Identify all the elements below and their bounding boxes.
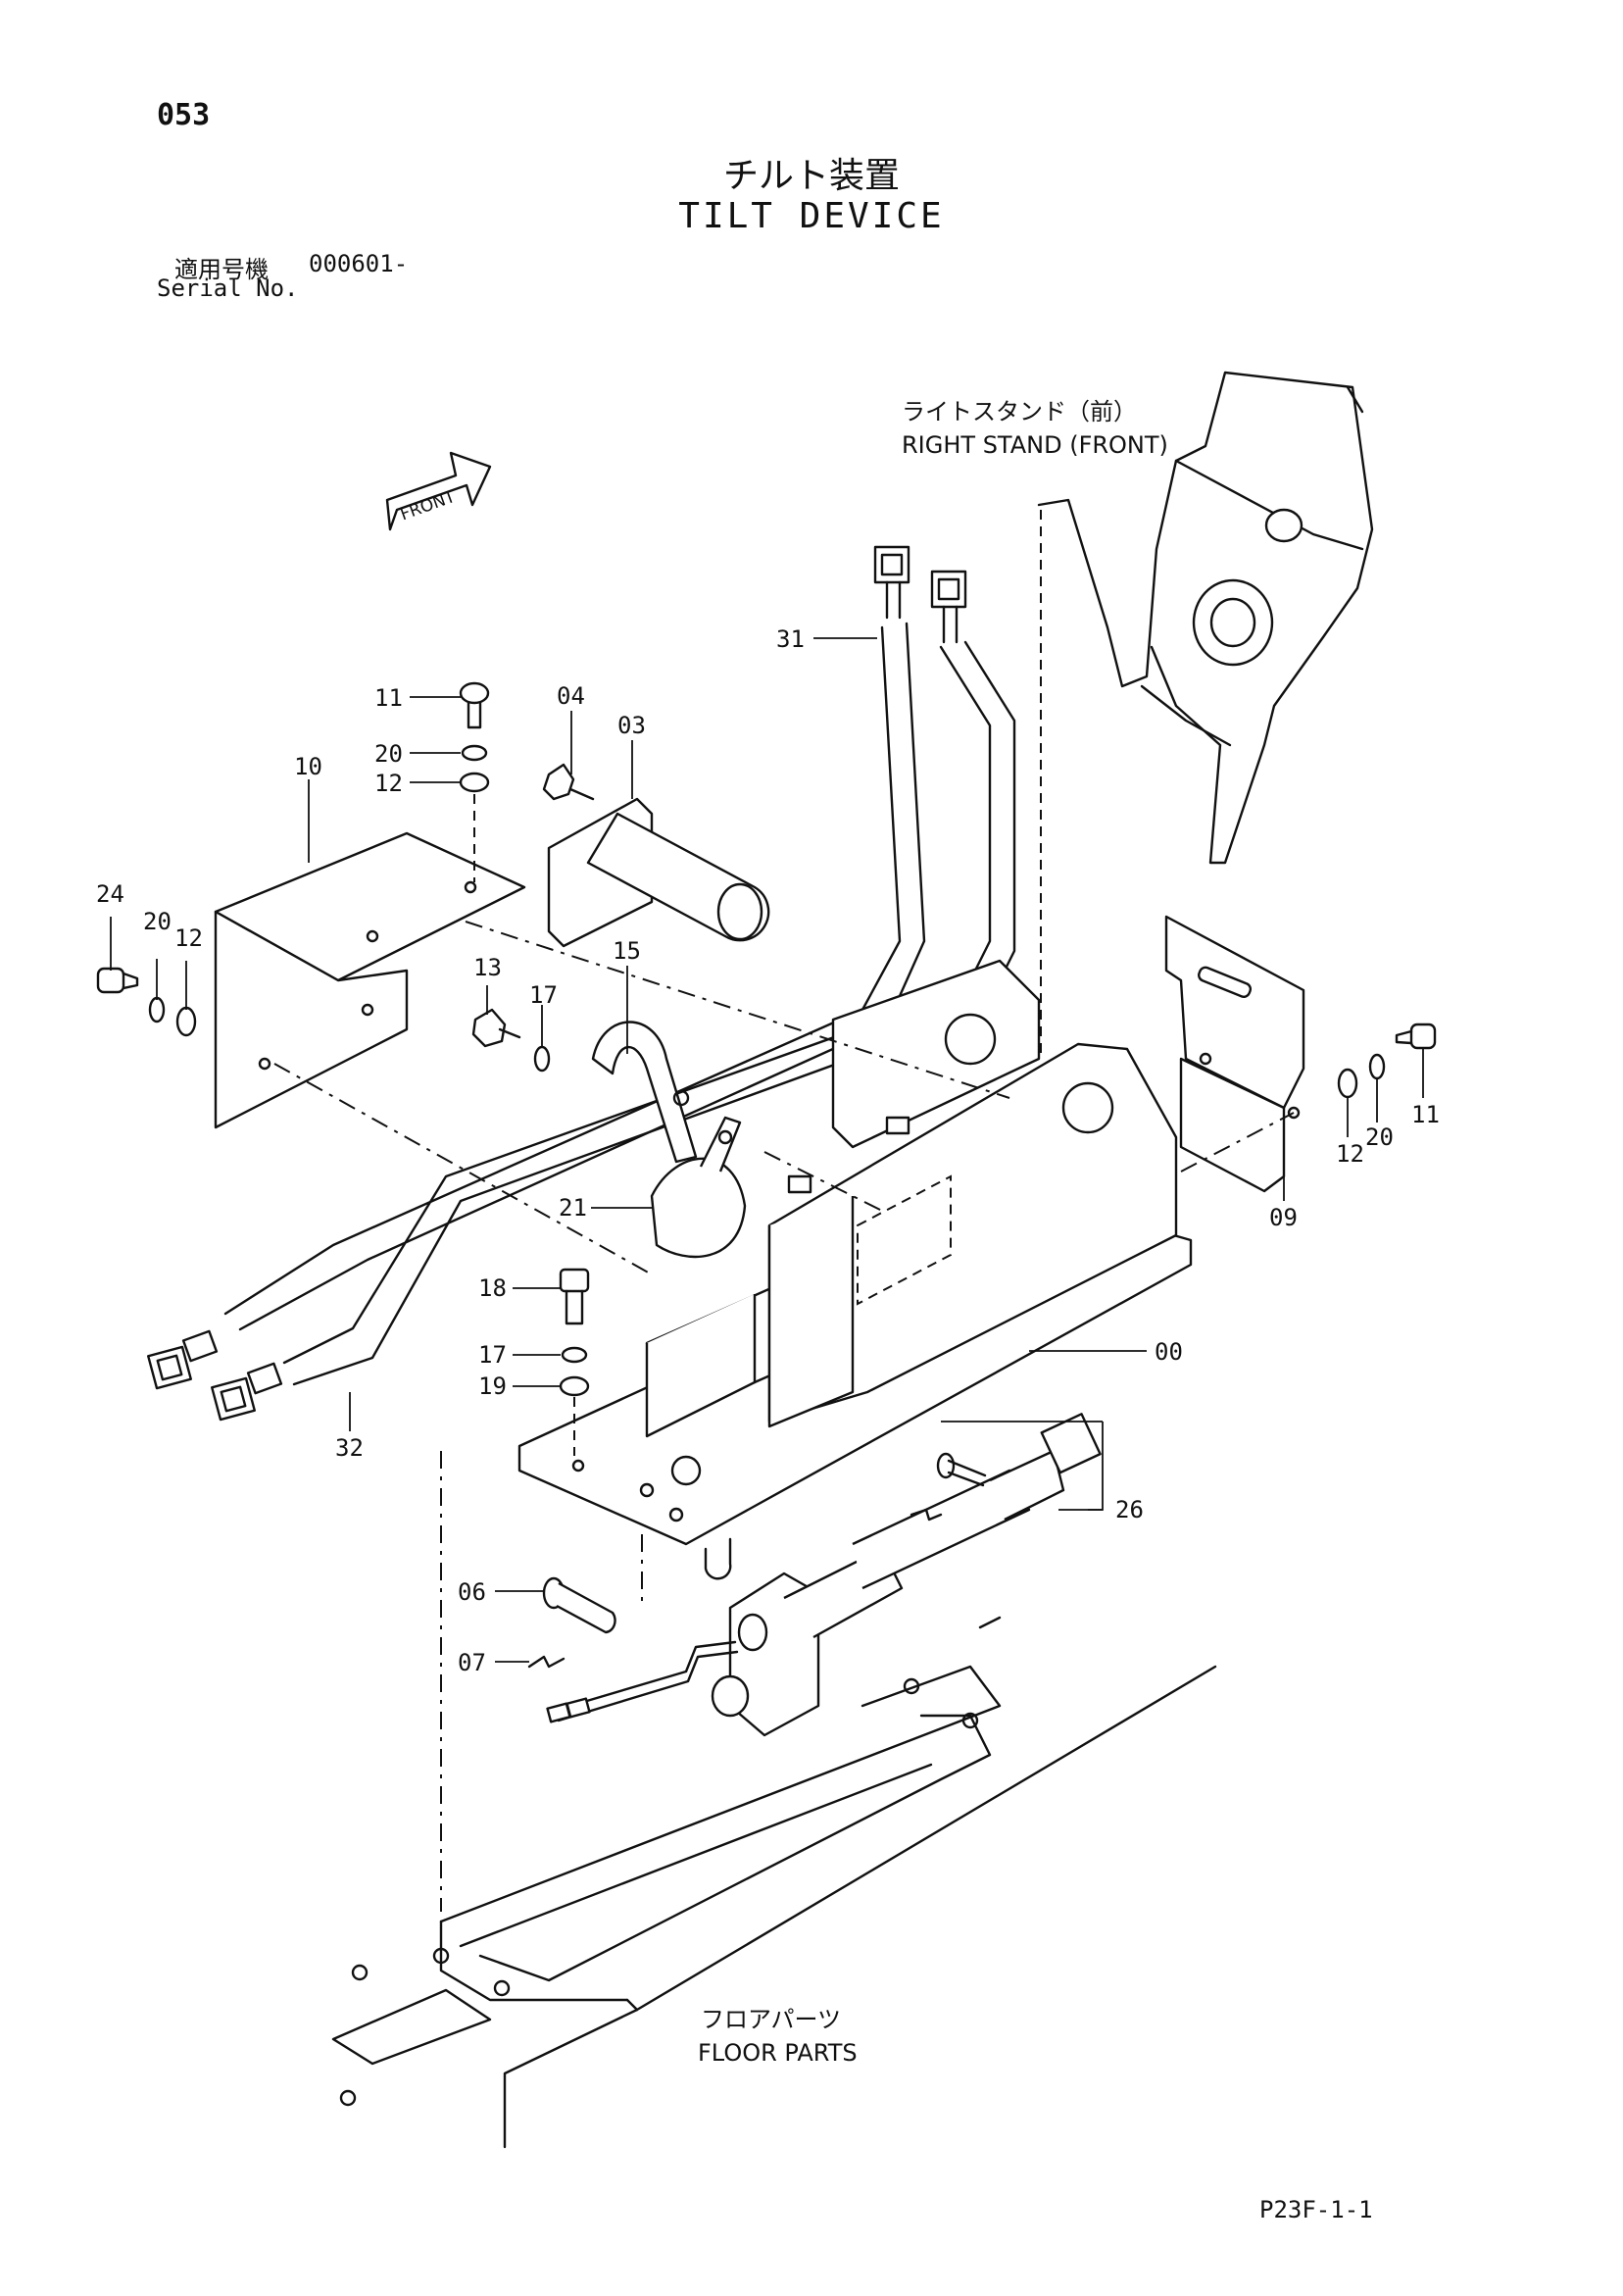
callout-12-left: 12 xyxy=(174,924,203,952)
callout-20-right: 20 xyxy=(1365,1123,1394,1151)
actuator-cable xyxy=(546,1640,739,1723)
serial-label-japanese: 適用号機 xyxy=(174,256,269,283)
floor-parts xyxy=(331,1616,1217,2149)
callout-06: 06 xyxy=(458,1578,486,1606)
front-arrow-icon: FRONT xyxy=(385,451,492,531)
callout-11-top: 11 xyxy=(374,684,403,712)
callout-07: 07 xyxy=(458,1649,486,1676)
page-title: TILT DEVICE xyxy=(678,196,945,236)
bolt-18 xyxy=(559,1268,590,1325)
right-stand-label: RIGHT STAND (FRONT) xyxy=(902,431,1168,459)
callout-20-top: 20 xyxy=(374,740,403,768)
washer-19 xyxy=(559,1375,590,1397)
callout-10: 10 xyxy=(294,753,322,780)
connector-plug-lower-1 xyxy=(147,1329,219,1390)
tilt-actuator xyxy=(711,1413,1102,1737)
washer-12-right xyxy=(1337,1068,1358,1099)
pin-26 xyxy=(910,1452,987,1522)
bolt-04 xyxy=(542,763,595,801)
callout-31: 31 xyxy=(776,625,805,653)
callout-18: 18 xyxy=(478,1274,507,1302)
screw-24 xyxy=(96,967,139,994)
bracket-00 xyxy=(517,959,1193,1580)
spring-washer-17-mid xyxy=(533,1045,551,1073)
spring-washer-20-right xyxy=(1368,1053,1386,1080)
spring-washer-17-low xyxy=(561,1346,588,1364)
callout-13: 13 xyxy=(473,954,502,981)
callout-24: 24 xyxy=(96,880,124,908)
washer-12-top xyxy=(459,772,490,793)
pin-06 xyxy=(542,1576,616,1634)
right-stand-part xyxy=(1037,371,1374,1059)
callout-17-mid: 17 xyxy=(529,981,558,1009)
callout-09: 09 xyxy=(1269,1204,1298,1231)
page-number: 053 xyxy=(157,98,211,132)
callout-21: 21 xyxy=(559,1194,587,1222)
title-japanese: チルト装置 xyxy=(722,156,900,196)
drawing-code: P23F-1-1 xyxy=(1259,2196,1373,2223)
callout-11-right: 11 xyxy=(1411,1101,1440,1128)
clamp-15 xyxy=(591,1021,698,1164)
callout-20-left: 20 xyxy=(143,908,172,935)
washer-12-left xyxy=(175,1006,197,1037)
floor-parts-label-japanese: フロアパーツ xyxy=(701,2006,841,2033)
spring-washer-20-left xyxy=(148,996,166,1023)
serial-label: Serial No. xyxy=(157,275,299,302)
callout-00: 00 xyxy=(1155,1338,1183,1366)
screw-11-top xyxy=(459,681,490,729)
callout-19: 19 xyxy=(478,1373,507,1400)
serial-number-value: 000601- xyxy=(309,250,409,277)
callout-12-right: 12 xyxy=(1336,1140,1364,1168)
callout-leader-lines xyxy=(110,637,1424,1663)
connector-plug-lower-2 xyxy=(211,1362,283,1422)
right-stand-label-japanese: ライトスタンド（前） xyxy=(902,398,1137,425)
callout-15: 15 xyxy=(613,937,641,965)
callout-17-low: 17 xyxy=(478,1341,507,1369)
cotter-pin-07 xyxy=(527,1655,566,1669)
callout-numbers: 31 11 20 12 04 03 10 24 20 12 13 17 15 2… xyxy=(96,625,1440,1676)
bracket-10 xyxy=(214,831,526,1129)
spring-washer-20-top xyxy=(461,744,488,762)
clamp-21 xyxy=(650,1116,747,1259)
plate-09 xyxy=(1164,915,1305,1193)
callout-12-top: 12 xyxy=(374,770,403,797)
bolt-13 xyxy=(471,1008,521,1048)
pin-03 xyxy=(547,797,770,948)
callout-32: 32 xyxy=(335,1434,364,1462)
floor-parts-label: FLOOR PARTS xyxy=(698,2039,858,2067)
callout-26: 26 xyxy=(1115,1496,1144,1523)
screw-11-right xyxy=(1395,1023,1437,1050)
callout-03: 03 xyxy=(617,712,646,739)
callout-04: 04 xyxy=(557,682,585,710)
